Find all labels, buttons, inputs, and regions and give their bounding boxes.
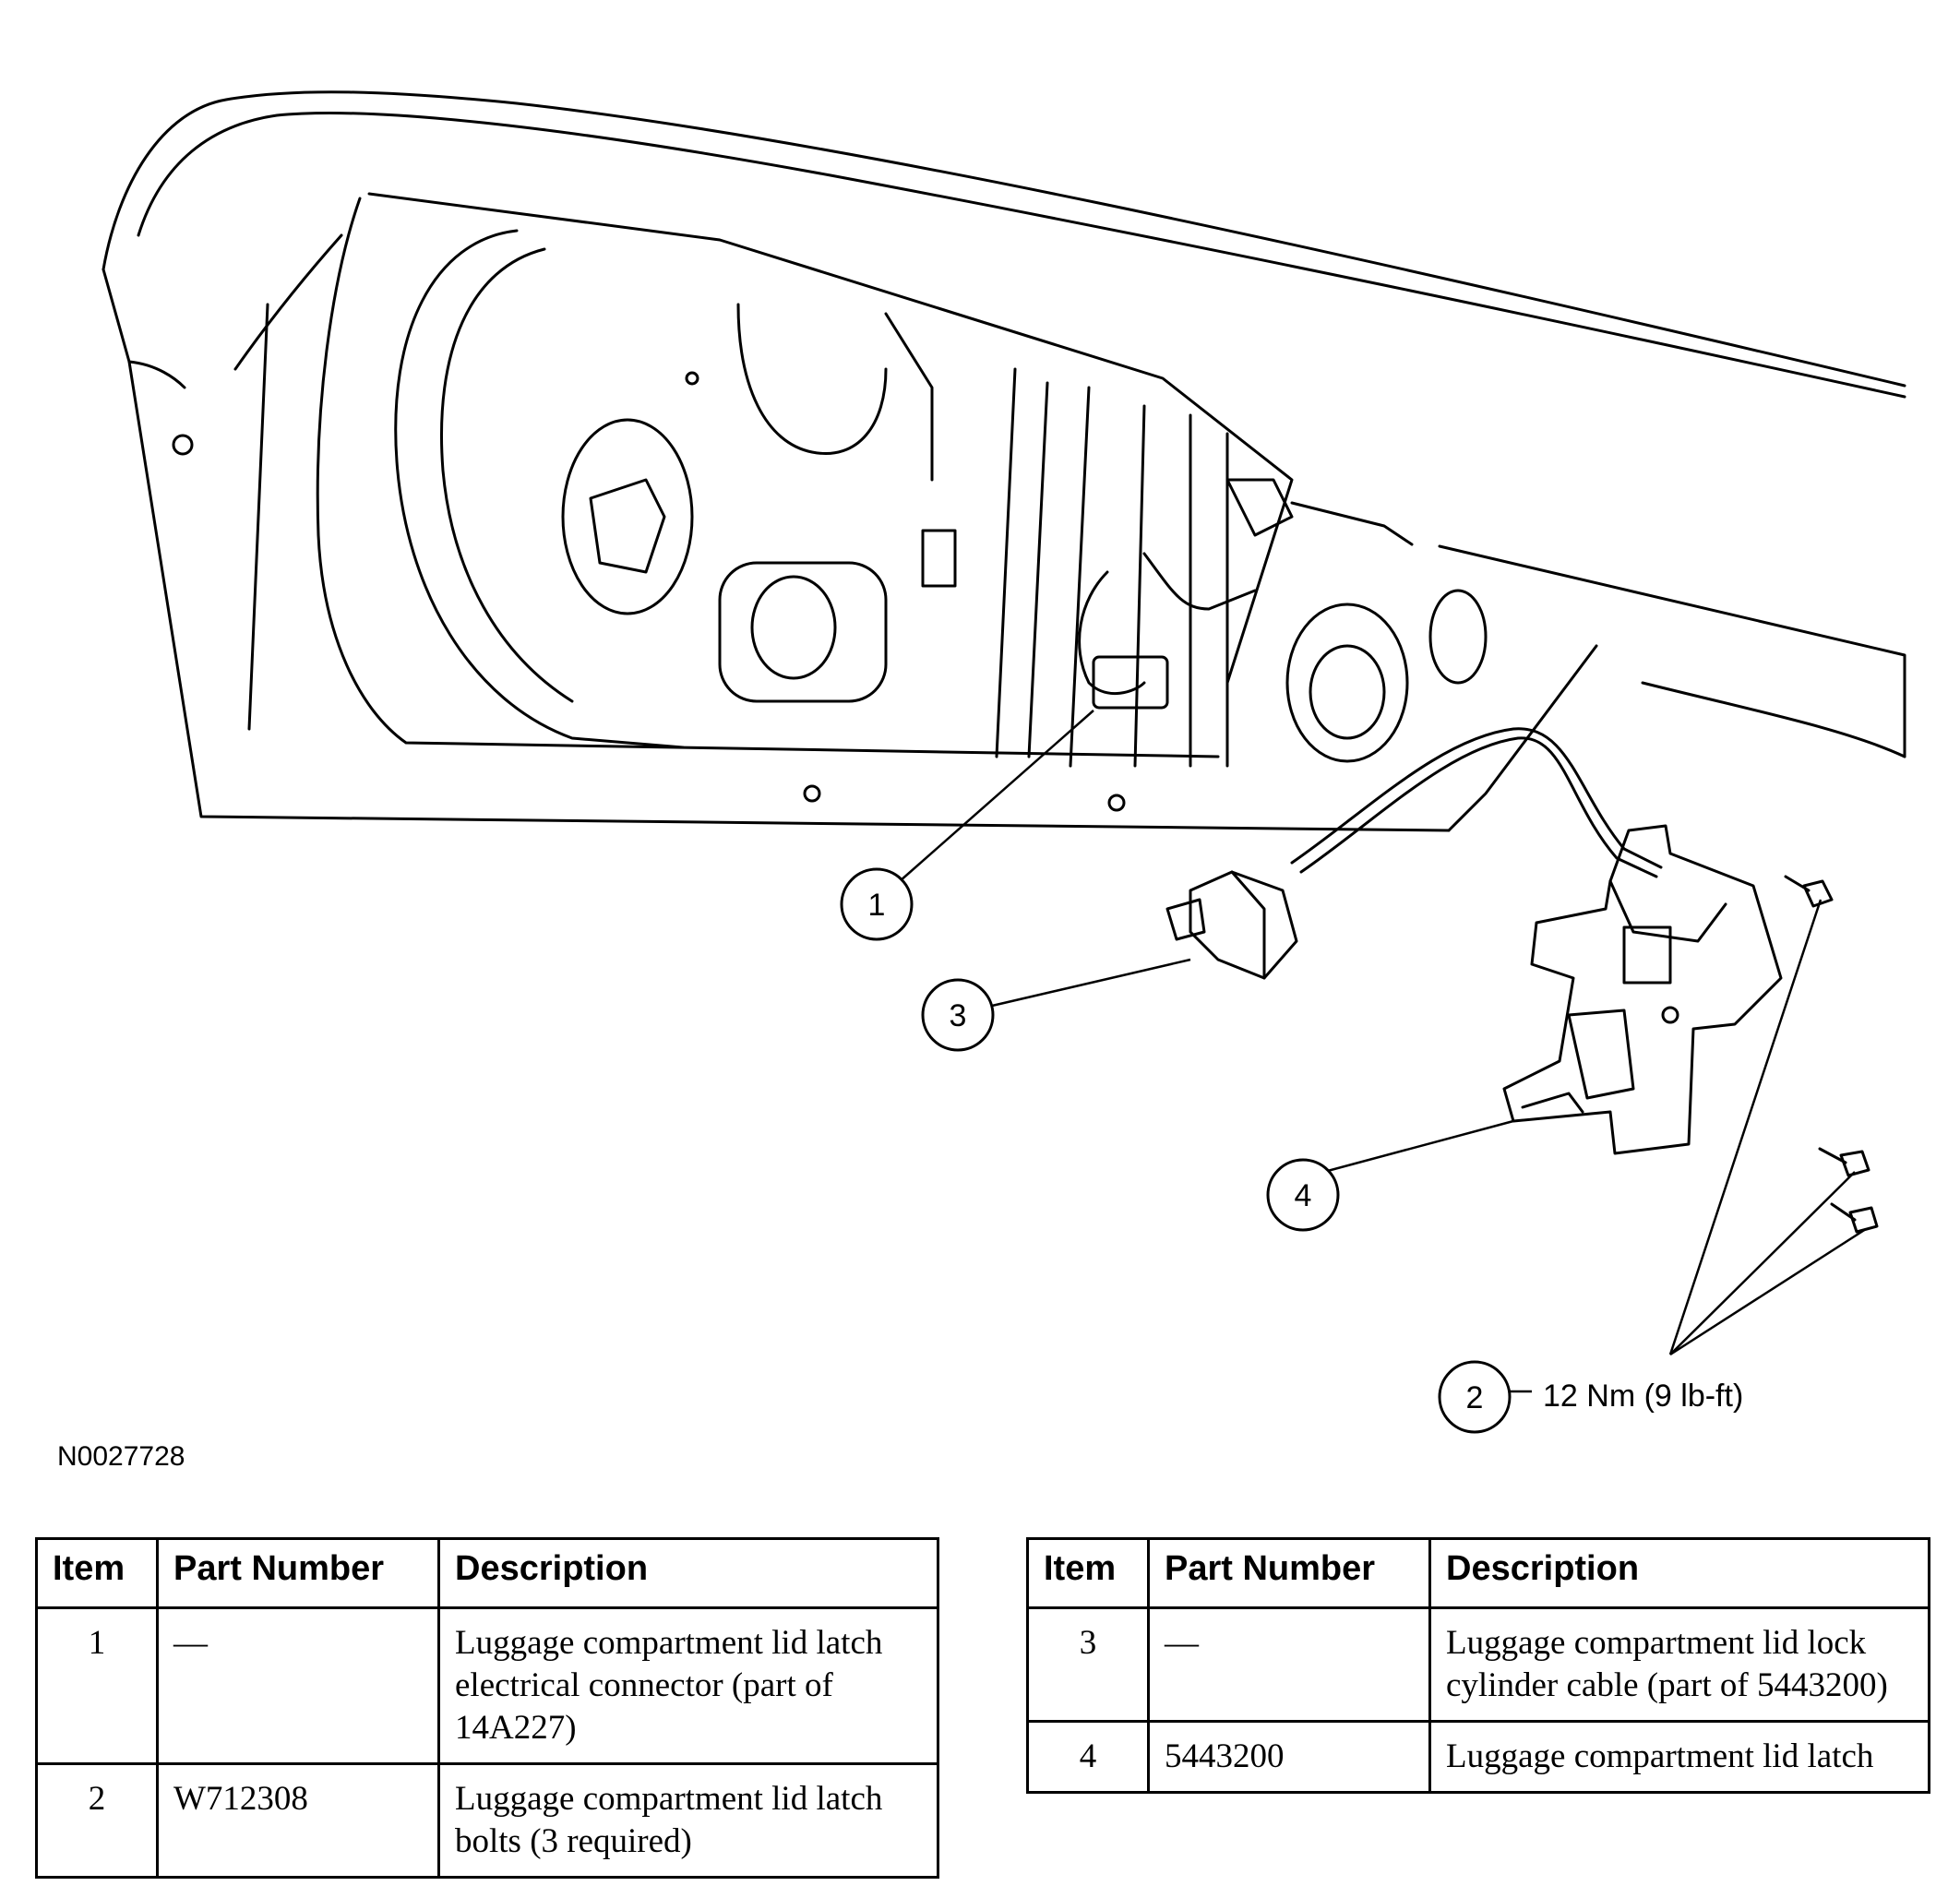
- callout-4: 4: [1266, 1158, 1340, 1232]
- header-item: Item: [35, 1537, 159, 1609]
- callout-1-number: 1: [868, 888, 886, 923]
- description-cell: Luggage compartment lid lock cylinder ca…: [1428, 1606, 1930, 1723]
- table-row: 1 — Luggage compartment lid latch electr…: [35, 1606, 939, 1765]
- table-row: 2 W712308 Luggage compartment lid latch …: [35, 1762, 939, 1879]
- part-number-cell: 5443200: [1147, 1720, 1431, 1794]
- callout-3-number: 3: [950, 998, 967, 1033]
- callout-4-number: 4: [1295, 1178, 1312, 1213]
- table-row: 3 — Luggage compartment lid lock cylinde…: [1026, 1606, 1930, 1723]
- callout-2-number: 2: [1466, 1380, 1484, 1415]
- header-description: Description: [437, 1537, 939, 1609]
- torque-spec: 12 Nm (9 lb-ft): [1543, 1379, 1743, 1414]
- part-number-cell: —: [1147, 1606, 1431, 1723]
- figure-code: N0027728: [57, 1441, 185, 1472]
- table-row: 4 5443200 Luggage compartment lid latch: [1026, 1720, 1930, 1794]
- part-number-cell: —: [156, 1606, 440, 1765]
- description-cell: Luggage compartment lid latch bolts (3 r…: [437, 1762, 939, 1879]
- header-part-number: Part Number: [1147, 1537, 1431, 1609]
- item-cell: 3: [1026, 1606, 1150, 1723]
- item-cell: 4: [1026, 1720, 1150, 1794]
- table-header-row: Item Part Number Description: [1026, 1537, 1930, 1609]
- latch-exploded-diagram: 1 3 4 2 12 Nm (9 lb-ft): [102, 90, 1906, 1434]
- description-cell: Luggage compartment lid latch electrical…: [437, 1606, 939, 1765]
- callout-2: 2 12 Nm (9 lb-ft): [1438, 1360, 1743, 1434]
- callout-3: 3: [921, 978, 995, 1052]
- item-cell: 2: [35, 1762, 159, 1879]
- parts-table-right: Item Part Number Description 3 — Luggage…: [1026, 1537, 1930, 1794]
- header-item: Item: [1026, 1537, 1150, 1609]
- part-number-cell: W712308: [156, 1762, 440, 1879]
- callout-1: 1: [840, 867, 914, 941]
- item-cell: 1: [35, 1606, 159, 1765]
- parts-table-left: Item Part Number Description 1 — Luggage…: [35, 1537, 939, 1879]
- leader-lines: [899, 710, 1867, 1393]
- description-cell: Luggage compartment lid latch: [1428, 1720, 1930, 1794]
- header-part-number: Part Number: [156, 1537, 440, 1609]
- header-description: Description: [1428, 1537, 1930, 1609]
- table-header-row: Item Part Number Description: [35, 1537, 939, 1609]
- luggage-lid-illustration: [102, 90, 1906, 1234]
